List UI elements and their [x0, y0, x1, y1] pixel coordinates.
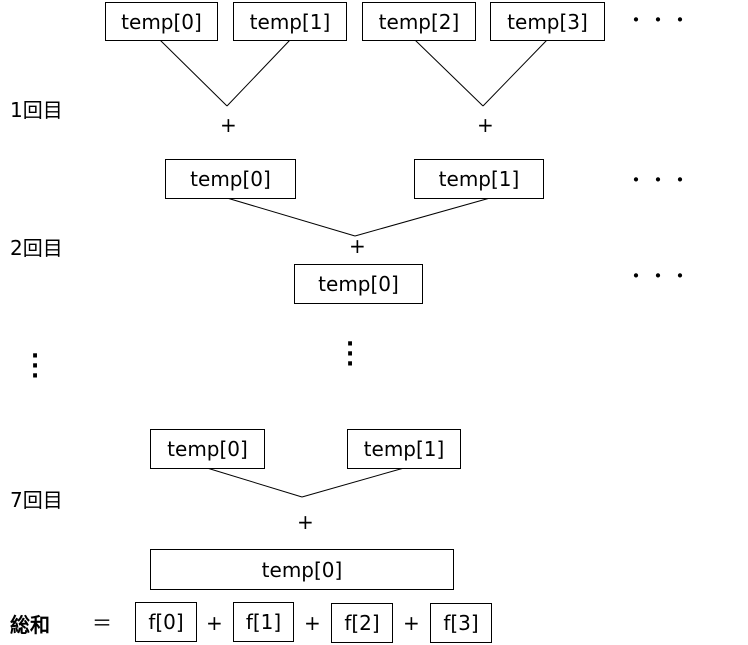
round-label-7: 7回目: [10, 488, 63, 512]
plus-sign: +: [206, 611, 223, 635]
ellipsis: ・・・: [626, 264, 692, 288]
plus-sign: +: [220, 113, 237, 137]
sum-label: 総和: [10, 613, 50, 637]
connector-line: [482, 39, 548, 107]
temp-box: temp[0]: [150, 429, 265, 469]
temp-box: temp[0]: [165, 159, 296, 199]
plus-sign: +: [349, 234, 366, 258]
temp-box: temp[2]: [362, 2, 476, 41]
temp-box: temp[1]: [414, 159, 544, 199]
plus-sign: +: [477, 113, 494, 137]
temp-box: temp[3]: [490, 2, 605, 41]
f-box: f[1]: [233, 602, 294, 642]
ellipsis: ・・・: [626, 168, 692, 192]
connector-line: [226, 197, 356, 237]
connector-line: [226, 39, 291, 107]
temp-box: temp[1]: [233, 2, 347, 41]
vertical-ellipsis: ···: [30, 344, 40, 389]
round-label-1: 1回目: [10, 98, 63, 122]
connector-line: [354, 197, 491, 237]
f-box: f[3]: [430, 603, 492, 643]
connector-line: [206, 467, 303, 498]
f-box: f[2]: [331, 603, 393, 643]
round-label-2: 2回目: [10, 236, 63, 260]
temp-box: temp[1]: [347, 429, 461, 469]
connector-line: [414, 39, 484, 107]
vertical-ellipsis: ···: [345, 332, 355, 377]
connector-line: [301, 467, 405, 498]
f-box: f[0]: [135, 602, 197, 642]
ellipsis: ・・・: [626, 8, 692, 32]
temp-box: temp[0]: [105, 2, 218, 41]
plus-sign: +: [304, 611, 321, 635]
temp-box: temp[0]: [294, 264, 423, 304]
plus-sign: +: [297, 510, 314, 534]
temp-box-final: temp[0]: [150, 549, 454, 590]
connector-line: [159, 39, 228, 107]
plus-sign: +: [403, 611, 420, 635]
equals-sign: ＝: [92, 611, 112, 635]
